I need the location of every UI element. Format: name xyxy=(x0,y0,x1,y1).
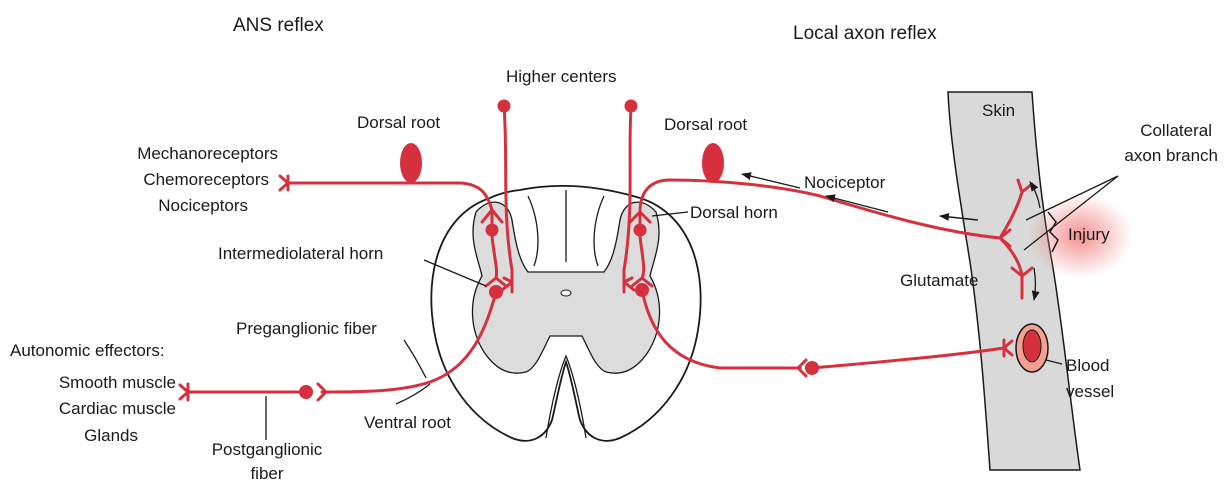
injury-label: Injury xyxy=(1068,225,1110,244)
effector-ending xyxy=(180,384,188,400)
blood-vessel-lumen xyxy=(1023,330,1041,362)
collateral-label-line1: Collateral xyxy=(1140,121,1212,140)
intermediolateral-horn-label: Intermediolateral horn xyxy=(218,244,383,263)
cardiac-muscle-label: Cardiac muscle xyxy=(59,399,176,418)
vessel-efferent xyxy=(812,348,1004,368)
dorsal-root-ganglion-right xyxy=(702,143,724,183)
central-canal xyxy=(561,290,571,296)
postganglionic-label-line2: fiber xyxy=(250,464,283,483)
ventral-root-label: Ventral root xyxy=(364,413,451,432)
preganglionic-leader xyxy=(404,340,426,378)
higher-centers-label: Higher centers xyxy=(506,67,617,86)
skin-label: Skin xyxy=(982,101,1015,120)
dorsal-root-left-label: Dorsal root xyxy=(357,113,440,132)
efferent-synapse xyxy=(798,360,806,376)
preganglionic-fiber-label: Preganglionic fiber xyxy=(236,319,377,338)
glutamate-label: Glutamate xyxy=(900,271,978,290)
postganglionic-label-line1: Postganglionic xyxy=(212,440,323,459)
local-axon-reflex-title: Local axon reflex xyxy=(793,23,937,44)
nociceptors-label: Nociceptors xyxy=(158,196,248,215)
higher-centers-node-left xyxy=(498,100,511,113)
dorsal-horn-label: Dorsal horn xyxy=(690,203,778,222)
collateral-label-line2: axon branch xyxy=(1124,146,1218,165)
dorsal-root-ganglion-left xyxy=(400,143,422,183)
chemoreceptors-label: Chemoreceptors xyxy=(143,170,269,189)
nociceptor-arrow-2 xyxy=(826,196,888,212)
ans-reflex-title: ANS reflex xyxy=(233,15,324,36)
blood-vessel-label-line1: Blood xyxy=(1066,356,1109,375)
blood-vessel-label-line2: vessel xyxy=(1066,382,1114,401)
dorsal-root-right-label: Dorsal root xyxy=(664,115,747,134)
higher-centers-node-right xyxy=(625,100,638,113)
autonomic-effectors-label: Autonomic effectors: xyxy=(10,341,165,360)
glands-label: Glands xyxy=(84,426,138,445)
nociceptor-label: Nociceptor xyxy=(804,173,886,192)
mechanoreceptors-label: Mechanoreceptors xyxy=(137,144,278,163)
smooth-muscle-label: Smooth muscle xyxy=(59,373,176,392)
receptor-ending-left xyxy=(280,176,288,190)
